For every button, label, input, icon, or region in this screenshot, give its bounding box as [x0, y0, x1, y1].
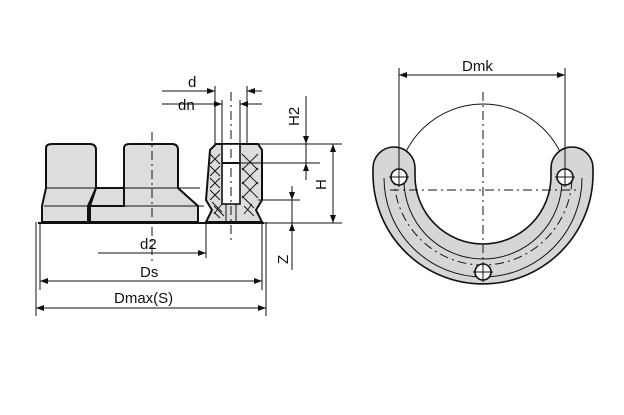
side-view: d dn H2 H Z d2	[35, 74, 342, 316]
left-cup	[41, 143, 97, 223]
label-H: H	[313, 179, 330, 190]
horseshoe-body	[372, 146, 594, 285]
top-view: Dmk	[372, 58, 594, 285]
label-Ds: Ds	[140, 264, 158, 281]
label-Dmax: Dmax(S)	[114, 290, 173, 307]
label-d2: d2	[140, 236, 157, 253]
label-dn: dn	[178, 97, 195, 114]
middle-cup	[88, 143, 204, 223]
label-Z: Z	[275, 255, 292, 264]
label-Dmk: Dmk	[462, 58, 493, 75]
right-section-cup	[204, 143, 264, 223]
label-H2: H2	[286, 107, 303, 126]
label-d: d	[188, 74, 196, 91]
